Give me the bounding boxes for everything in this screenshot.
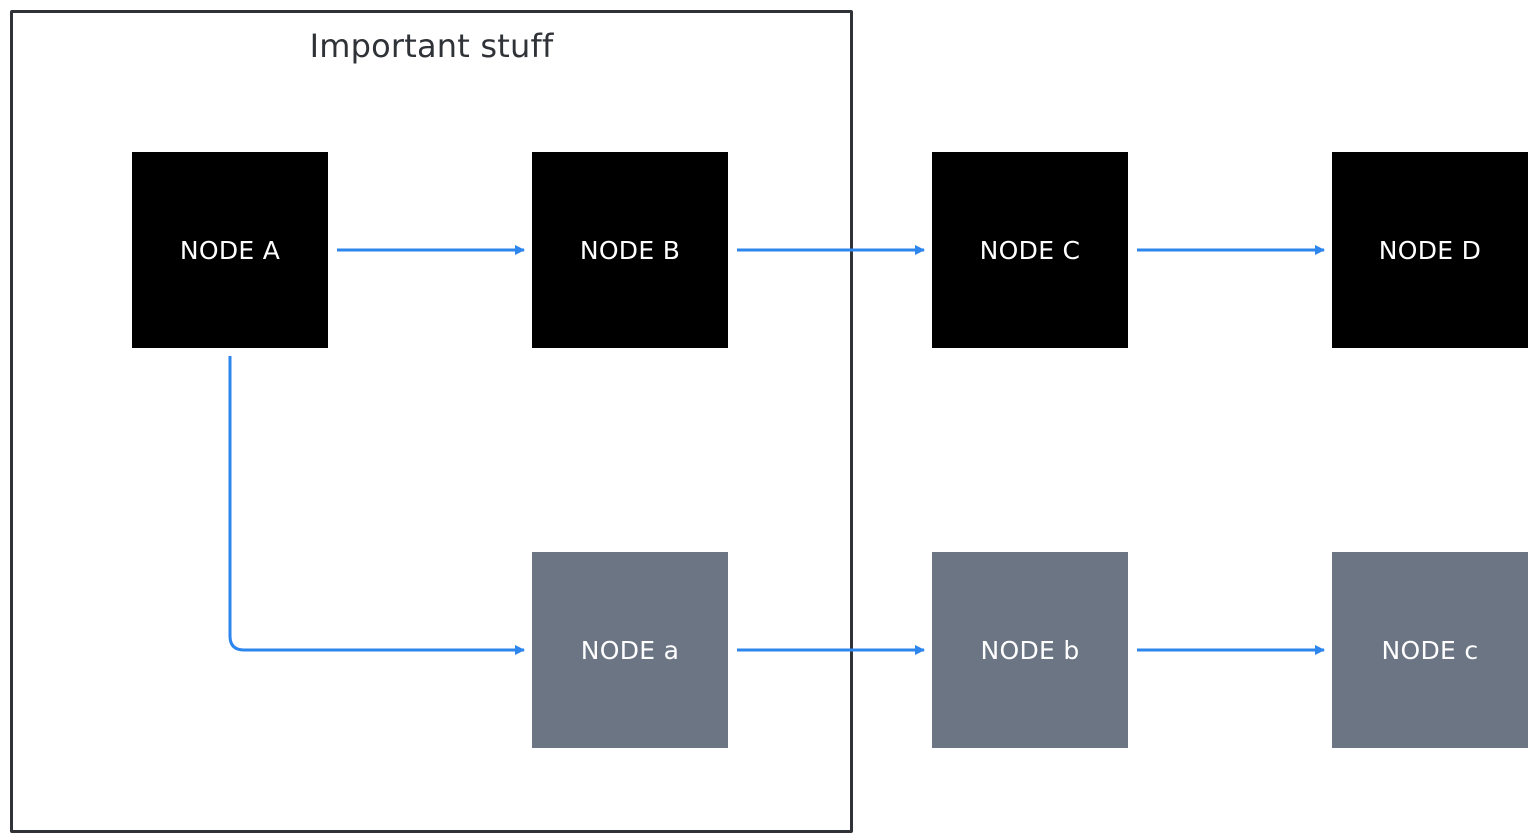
node-B[interactable]: NODE B [532, 152, 728, 348]
node-lower-b[interactable]: NODE b [932, 552, 1128, 748]
node-B-label: NODE B [579, 235, 681, 265]
node-D[interactable]: NODE D [1332, 152, 1528, 348]
node-lower-a-label: NODE a [580, 635, 680, 665]
node-lower-c[interactable]: NODE c [1332, 552, 1528, 748]
node-lower-b-label: NODE b [980, 635, 1080, 665]
node-lower-c-label: NODE c [1381, 635, 1479, 665]
node-A[interactable]: NODE A [132, 152, 328, 348]
node-C[interactable]: NODE C [932, 152, 1128, 348]
node-A-label: NODE A [179, 235, 281, 265]
node-lower-a[interactable]: NODE a [532, 552, 728, 748]
group-important-stuff[interactable]: Important stuff [10, 10, 853, 833]
node-C-label: NODE C [979, 235, 1081, 265]
group-title: Important stuff [309, 27, 554, 65]
node-D-label: NODE D [1378, 235, 1482, 265]
